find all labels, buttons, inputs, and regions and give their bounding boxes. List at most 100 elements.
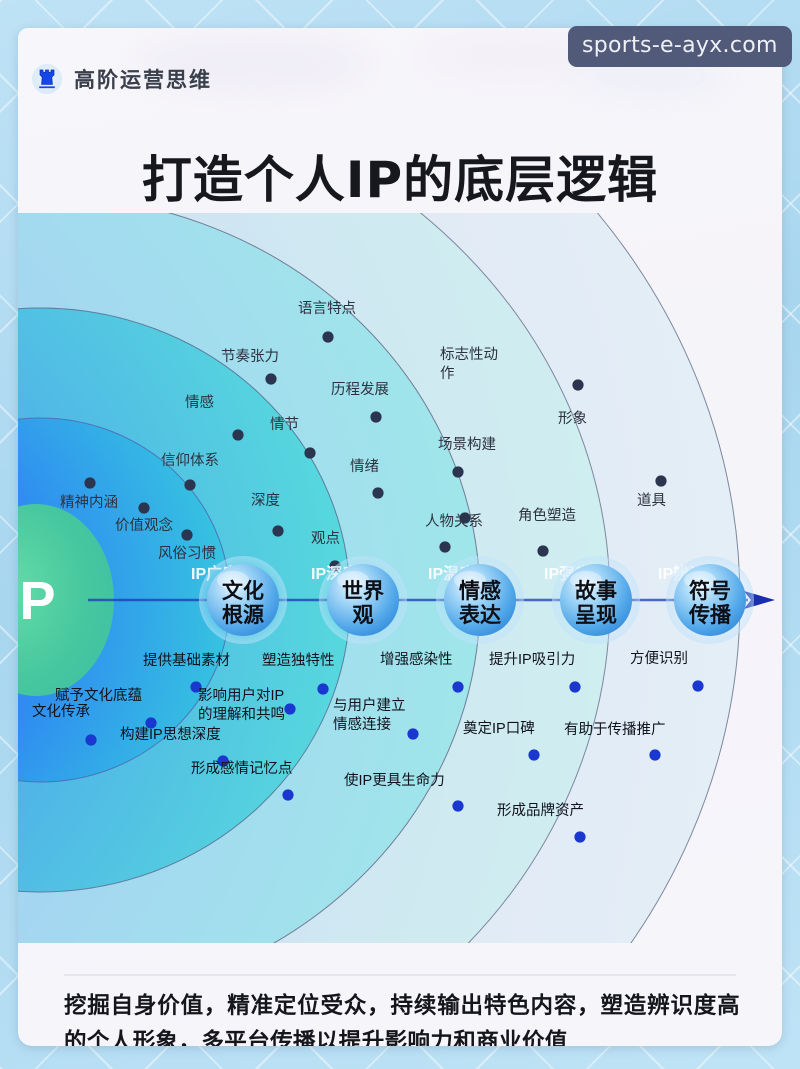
- factor-label: 塑造独特性: [262, 652, 335, 669]
- stage-node-label: 根源: [222, 604, 264, 627]
- content-card: 高阶运营思维 打造个人IP的底层逻辑: [18, 28, 782, 1046]
- footer-divider-top: [64, 974, 736, 976]
- factor-dot: [190, 681, 202, 693]
- page-title: 打造个人IP的底层逻辑: [141, 151, 659, 209]
- factor-label: 标志性动: [440, 346, 498, 363]
- stage-node-sphere: [207, 564, 279, 636]
- stage-node-highlight: [684, 571, 716, 589]
- stage-node-label: 符号: [689, 579, 731, 603]
- factor-label: 提供基础素材: [143, 652, 230, 669]
- factor-label: 方便识别: [630, 650, 688, 667]
- factor-label: 作: [440, 365, 455, 382]
- factor-label: 奠定IP口碑: [463, 720, 535, 737]
- stage-node-sphere: [560, 564, 632, 636]
- factor-dot: [528, 749, 540, 761]
- factor-label: 深度: [251, 492, 280, 509]
- brand-title: 高阶运营思维: [74, 69, 212, 92]
- factor-node: 风俗习惯: [158, 529, 216, 562]
- factor-node: 使IP更具生命力: [344, 771, 464, 812]
- factor-node: 信仰体系: [161, 452, 219, 491]
- stage-node-highlight: [337, 571, 369, 589]
- factor-label: 构建IP思想深度: [120, 726, 221, 743]
- stage-node-highlight: [217, 571, 249, 589]
- factor-dot: [370, 411, 382, 423]
- factor-dot: [649, 749, 661, 761]
- factor-node: 形成品牌资产: [497, 802, 586, 843]
- factor-node: 塑造独特性: [262, 652, 335, 695]
- stage-node-label: 世界: [342, 580, 384, 603]
- factor-dot: [459, 512, 471, 524]
- stage-node-highlight: [454, 571, 486, 589]
- factor-label: 情感: [185, 394, 214, 411]
- factor-node: 精神内涵: [60, 477, 118, 511]
- stage-node[interactable]: 世界观: [319, 556, 407, 644]
- factor-dot: [272, 525, 284, 537]
- factor-label: 价值观念: [115, 516, 173, 534]
- factor-node: 方便识别: [630, 650, 704, 692]
- factor-dot: [452, 466, 464, 478]
- factor-dot: [232, 429, 244, 441]
- factor-label: 情感连接: [333, 716, 391, 733]
- stage-node-label: 传播: [688, 604, 732, 627]
- factor-dot: [572, 379, 584, 391]
- brand-header: 高阶运营思维: [32, 64, 212, 94]
- factor-dot: [304, 447, 316, 459]
- factor-label: 节奏张力: [221, 348, 279, 365]
- factor-dot: [322, 331, 334, 343]
- watermark-badge: sports-e-ayx.com: [568, 26, 792, 67]
- factor-dot: [692, 680, 704, 692]
- factor-label: 形成感情记忆点: [191, 760, 293, 777]
- factor-label: 情节: [270, 416, 299, 433]
- factor-label: 的理解和共鸣: [198, 706, 285, 723]
- factor-node: 历程发展: [331, 381, 389, 423]
- factor-label: 风俗习惯: [158, 545, 216, 562]
- factor-label: 人物关系: [425, 513, 483, 530]
- factor-dot: [85, 734, 97, 746]
- factor-dot: [452, 681, 464, 693]
- factor-dot: [145, 717, 157, 729]
- factor-dot: [181, 529, 193, 541]
- stage-node-label: 表达: [459, 604, 501, 627]
- factor-node: 构建IP思想深度: [120, 726, 229, 767]
- stage-node-label: 情感: [459, 579, 501, 603]
- chess-rook-icon: [32, 64, 62, 94]
- factor-label: 观点: [311, 530, 340, 547]
- factor-node: 情感: [185, 394, 244, 441]
- factor-dot: [317, 683, 329, 695]
- factor-dot: [655, 475, 667, 487]
- factor-dot: [372, 487, 384, 499]
- factor-node: 形象: [558, 379, 587, 427]
- factor-dot: [265, 373, 277, 385]
- stage-node-label: 故事: [575, 579, 617, 603]
- factor-node: 提供基础素材: [143, 652, 230, 693]
- factor-label: 历程发展: [331, 381, 389, 398]
- factor-node: 人物关系: [425, 513, 483, 553]
- factor-label: 精神内涵: [60, 494, 118, 511]
- factor-dot: [184, 479, 196, 491]
- factor-label: 形成品牌资产: [497, 802, 584, 819]
- factor-label: 赋予文化底蕴: [55, 687, 142, 704]
- factor-label: 道具: [637, 492, 666, 509]
- factor-node: 奠定IP口碑: [463, 720, 540, 761]
- factor-node: 语言特点: [298, 300, 356, 343]
- factor-dot: [138, 502, 150, 514]
- stage-node-label: 文化: [222, 579, 264, 603]
- factor-node: 提升IP吸引力: [489, 651, 581, 693]
- factor-label: 与用户建立: [333, 697, 406, 714]
- factor-dot: [84, 477, 96, 489]
- factor-node: 角色塑造: [518, 507, 576, 557]
- factor-dot: [407, 728, 419, 740]
- stage-node-label: 观: [353, 604, 374, 627]
- factor-dot: [282, 789, 294, 801]
- factor-node: 节奏张力: [221, 348, 279, 385]
- factor-label: 形象: [558, 410, 587, 427]
- stage-node-sphere: [327, 564, 399, 636]
- stage-node-sphere: [674, 564, 746, 636]
